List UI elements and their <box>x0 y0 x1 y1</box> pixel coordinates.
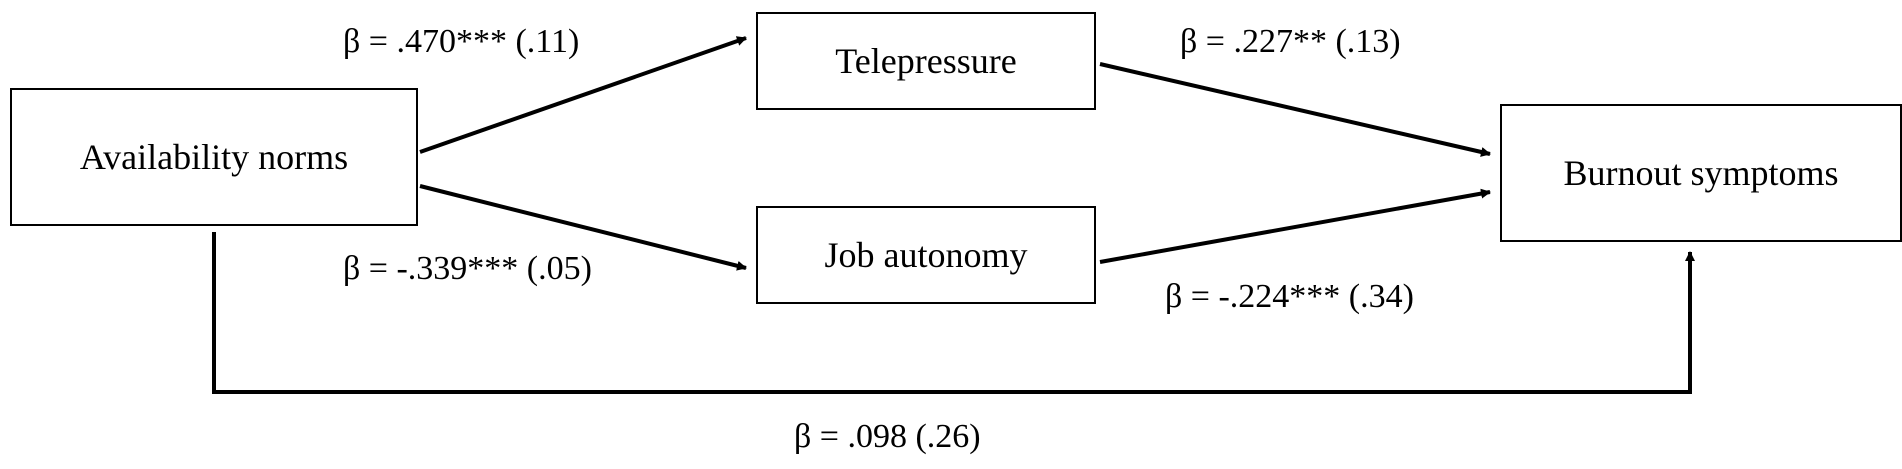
node-job-autonomy-label: Job autonomy <box>824 235 1028 275</box>
arrow-availability-to-burnout-direct <box>212 232 1695 394</box>
arrow-availability-to-telepressure <box>419 36 747 154</box>
arrow-telepressure-to-burnout <box>1099 62 1491 157</box>
coef-availability-to-burnout-direct: β = .098 (.26) <box>794 418 981 455</box>
coef-availability-to-autonomy: β = -.339*** (.05) <box>343 250 592 287</box>
node-availability-norms: Availability norms <box>10 88 418 226</box>
node-burnout-symptoms: Burnout symptoms <box>1500 104 1902 242</box>
coef-availability-to-telepressure: β = .470*** (.11) <box>343 23 580 60</box>
node-telepressure: Telepressure <box>756 12 1096 110</box>
coef-autonomy-to-burnout: β = -.224*** (.34) <box>1165 278 1414 315</box>
arrow-autonomy-to-burnout <box>1099 188 1491 264</box>
node-telepressure-label: Telepressure <box>835 41 1017 81</box>
node-availability-norms-label: Availability norms <box>79 137 349 177</box>
node-job-autonomy: Job autonomy <box>756 206 1096 304</box>
node-burnout-symptoms-label: Burnout symptoms <box>1563 153 1839 193</box>
coef-telepressure-to-burnout: β = .227** (.13) <box>1180 23 1401 60</box>
arrow-availability-to-autonomy <box>419 184 747 271</box>
